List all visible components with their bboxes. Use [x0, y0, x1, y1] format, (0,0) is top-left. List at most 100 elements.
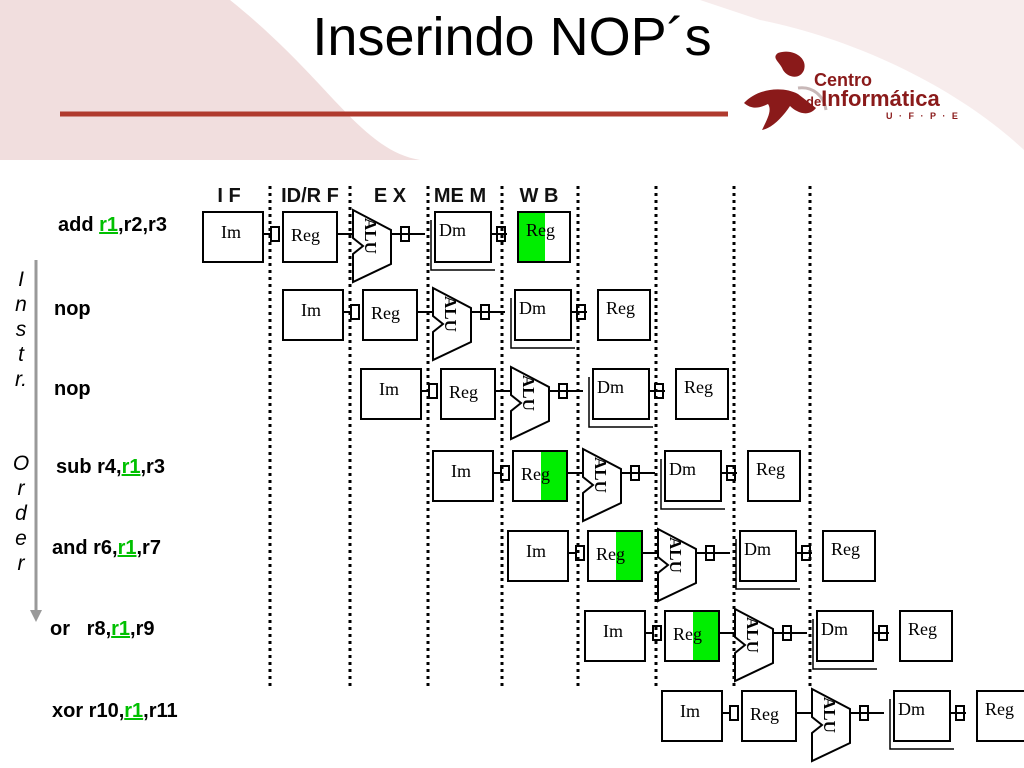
instruction-label: sub r4,r1,r3 — [56, 456, 165, 479]
dm-block — [893, 690, 951, 742]
pipeline-register — [350, 304, 360, 320]
dm-block — [739, 530, 797, 582]
pipeline-register — [654, 383, 664, 399]
reg-label: Reg — [371, 303, 400, 323]
im-label: Im — [379, 379, 399, 399]
alu-block — [582, 447, 622, 523]
hazard-register: r1 — [111, 618, 131, 640]
stage-id: ID/R F — [281, 185, 339, 207]
pipeline-register — [558, 383, 568, 399]
stage-ex: E X — [373, 185, 407, 207]
reg-read-highlight — [693, 612, 718, 660]
instr-text: ,r2,r3 — [118, 214, 167, 236]
reg-wb-label: Reg — [606, 298, 635, 318]
im-label: Im — [603, 621, 623, 641]
im-block — [202, 211, 264, 263]
axis-char: s — [15, 318, 27, 341]
hazard-register: r1 — [121, 456, 141, 478]
reg-label: Reg — [596, 544, 625, 564]
pipeline-register — [859, 705, 869, 721]
background-shape — [0, 0, 1024, 160]
instruction-label: nop — [54, 378, 91, 401]
instr-text: sub r4, — [56, 456, 122, 478]
instruction-label: or r8,r1,r9 — [50, 618, 155, 641]
instr-text: ,r9 — [130, 618, 155, 640]
pipeline-register — [428, 383, 438, 399]
im-block — [432, 450, 494, 502]
reg-wb-block — [976, 690, 1024, 742]
reg-read-highlight — [616, 532, 641, 580]
alu-label: ALU — [820, 697, 839, 733]
dm-label: Dm — [821, 619, 848, 639]
reg-write-highlight — [519, 213, 545, 261]
stage-mem: ME M — [433, 185, 487, 207]
dm-label: Dm — [669, 459, 696, 479]
axis-char: I — [18, 268, 24, 291]
instruction-label: add r1,r2,r3 — [58, 214, 167, 237]
dm-block — [592, 368, 650, 420]
im-block — [282, 289, 344, 341]
dm-outline — [735, 539, 800, 590]
instr-text: xor r10, — [52, 700, 125, 722]
page-title: Inserindo NOP´s — [312, 7, 712, 67]
pipeline-register — [955, 705, 965, 721]
reg-wb-label: Reg — [756, 459, 785, 479]
reg-wb-label: Reg — [831, 539, 860, 559]
dm-label: Dm — [439, 220, 466, 240]
logo-line2: deInformática — [806, 86, 940, 112]
hazard-register: r1 — [99, 214, 119, 236]
alu-block — [657, 527, 697, 603]
reg-wb-label: Reg — [684, 377, 713, 397]
reg-wb-block — [822, 530, 876, 582]
reg-label: Reg — [291, 225, 320, 245]
axis-char: e — [15, 527, 27, 550]
reg-label: Reg — [673, 624, 702, 644]
dm-outline — [889, 699, 954, 750]
alu-block — [510, 365, 550, 441]
dm-block — [816, 610, 874, 662]
axis-char: r — [17, 477, 25, 500]
alu-label: ALU — [666, 537, 685, 573]
pipeline-register — [575, 545, 585, 561]
dm-outline — [430, 220, 495, 271]
im-block — [584, 610, 646, 662]
dm-outline — [660, 459, 725, 510]
im-label: Im — [301, 300, 321, 320]
im-block — [661, 690, 723, 742]
dm-outline — [510, 298, 575, 349]
logo-line3: U · F · P · E — [886, 111, 960, 121]
instr-text: or r8, — [50, 618, 112, 640]
pipeline-register — [400, 226, 410, 242]
pipeline-register — [801, 545, 811, 561]
alu-label: ALU — [743, 617, 762, 653]
pipeline-register — [705, 545, 715, 561]
stage-if: I F — [217, 185, 241, 207]
pipeline-register — [878, 625, 888, 641]
alu-label: ALU — [591, 457, 610, 493]
instr-text: ,r11 — [143, 700, 178, 722]
logo-line1: Centro — [814, 70, 872, 90]
reg-block — [741, 690, 797, 742]
axis-char: d — [15, 502, 27, 525]
reg-label: Reg — [449, 382, 478, 402]
instr-text: nop — [54, 378, 91, 400]
instruction-label: and r6,r1,r7 — [52, 537, 161, 560]
pipeline-register — [480, 304, 490, 320]
reg-block — [440, 368, 496, 420]
reg-wb-block — [597, 289, 651, 341]
pipeline-register — [652, 625, 662, 641]
alu-block — [734, 607, 774, 683]
axis-char: t — [18, 343, 24, 366]
instr-text: nop — [54, 298, 91, 320]
pipeline-register — [630, 465, 640, 481]
im-label: Im — [221, 222, 241, 242]
instr-text: ,r7 — [136, 537, 161, 559]
pipeline-register — [576, 304, 586, 320]
dm-label: Dm — [519, 298, 546, 318]
im-label: Im — [526, 541, 546, 561]
hazard-register: r1 — [124, 700, 144, 722]
reg-read-highlight — [541, 452, 566, 500]
instruction-label: xor r10,r1,r11 — [52, 700, 178, 723]
